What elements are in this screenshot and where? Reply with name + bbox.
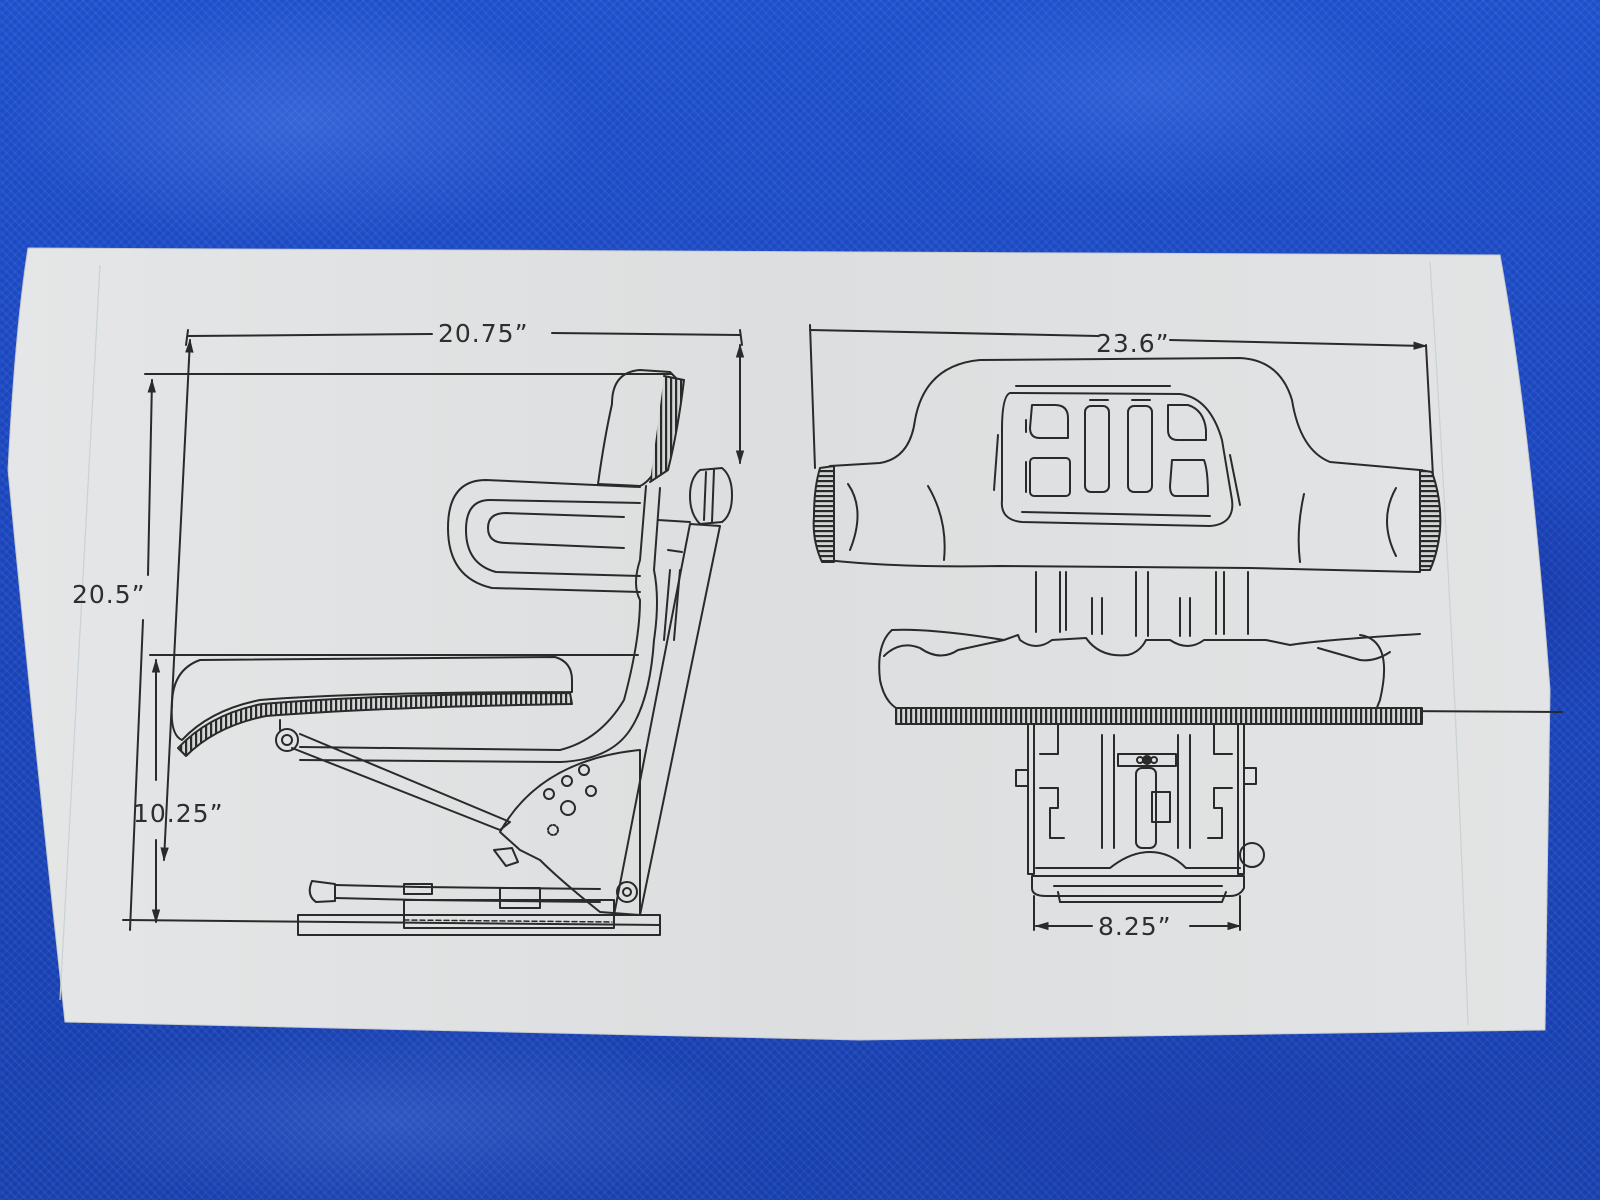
overall-height-label: 20.5” (72, 580, 146, 609)
front-view-drawing (809, 324, 1563, 931)
seat-height-label: 10.25” (133, 799, 224, 828)
overall-height-dimension (160, 338, 194, 862)
paper-card (7, 247, 1551, 1041)
width-dimension-label: 23.6” (1096, 329, 1170, 358)
base-width-label: 8.25” (1098, 912, 1172, 941)
depth-dimension-line-right (551, 332, 741, 336)
fold-line-right (1429, 261, 1469, 1026)
depth-dimension-line-left (187, 333, 433, 337)
side-view-drawing (122, 329, 745, 936)
depth-dimension-label: 20.75” (438, 319, 529, 348)
fold-line-left (59, 264, 101, 1001)
